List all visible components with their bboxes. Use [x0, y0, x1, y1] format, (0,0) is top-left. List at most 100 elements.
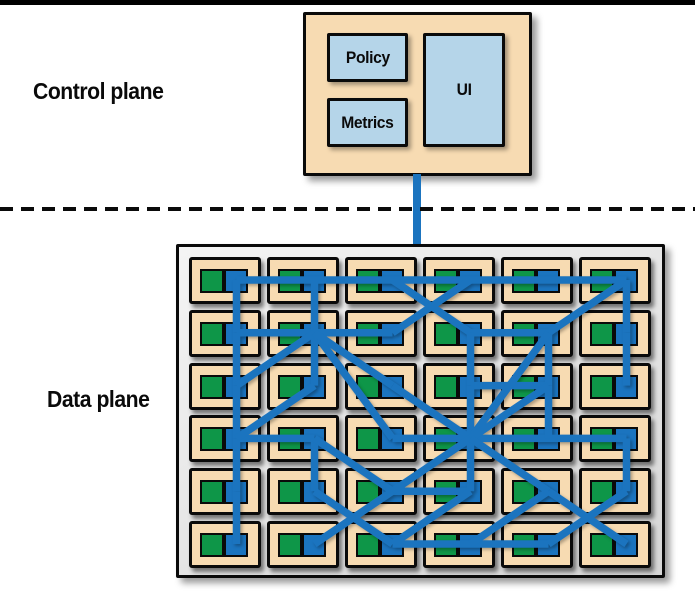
service-cell — [189, 415, 261, 462]
service-green-square — [200, 269, 224, 293]
data-plane-grid — [176, 244, 665, 578]
proxy-blue-node — [536, 427, 560, 451]
service-green-square — [434, 480, 458, 504]
service-cell — [267, 310, 339, 357]
proxy-blue-node — [536, 480, 560, 504]
service-green-square — [590, 322, 614, 346]
proxy-blue-node — [302, 322, 326, 346]
proxy-blue-node — [224, 480, 248, 504]
service-cell — [423, 415, 495, 462]
service-cell — [345, 310, 417, 357]
service-green-square — [434, 427, 458, 451]
service-cell — [423, 468, 495, 515]
service-green-square — [200, 322, 224, 346]
service-cell — [345, 468, 417, 515]
proxy-blue-node — [380, 533, 404, 557]
service-green-square — [590, 533, 614, 557]
service-green-square — [590, 269, 614, 293]
proxy-blue-node — [458, 269, 482, 293]
service-cell — [579, 468, 651, 515]
service-green-square — [356, 480, 380, 504]
proxy-blue-node — [380, 269, 404, 293]
service-cell — [189, 257, 261, 304]
service-cell — [501, 363, 573, 410]
proxy-blue-node — [380, 427, 404, 451]
service-green-square — [512, 322, 536, 346]
proxy-blue-node — [302, 480, 326, 504]
service-cell — [579, 415, 651, 462]
service-green-square — [512, 427, 536, 451]
service-cell — [267, 521, 339, 568]
service-cell — [501, 415, 573, 462]
service-cell — [189, 468, 261, 515]
control-to-data-connector — [413, 174, 421, 248]
service-green-square — [278, 269, 302, 293]
service-cell — [345, 521, 417, 568]
ui-label: UI — [456, 80, 472, 99]
proxy-blue-node — [302, 533, 326, 557]
ui-component: UI — [423, 33, 505, 147]
proxy-blue-node — [380, 322, 404, 346]
proxy-blue-node — [536, 375, 560, 399]
service-green-square — [356, 427, 380, 451]
service-green-square — [590, 375, 614, 399]
proxy-blue-node — [614, 322, 638, 346]
control-plane-label: Control plane — [33, 78, 164, 104]
proxy-blue-node — [224, 269, 248, 293]
proxy-blue-node — [458, 427, 482, 451]
service-green-square — [590, 480, 614, 504]
service-cell — [189, 363, 261, 410]
proxy-blue-node — [224, 375, 248, 399]
service-cell — [345, 257, 417, 304]
service-green-square — [278, 533, 302, 557]
service-cell — [345, 363, 417, 410]
proxy-blue-node — [614, 427, 638, 451]
image-top-border — [0, 0, 695, 5]
service-green-square — [512, 533, 536, 557]
service-green-square — [278, 480, 302, 504]
service-cell — [423, 521, 495, 568]
service-green-square — [434, 269, 458, 293]
service-cell — [501, 310, 573, 357]
service-cell — [189, 521, 261, 568]
proxy-blue-node — [458, 533, 482, 557]
service-cell — [501, 257, 573, 304]
proxy-blue-node — [614, 375, 638, 399]
service-cell — [267, 363, 339, 410]
proxy-blue-node — [458, 375, 482, 399]
proxy-blue-node — [536, 322, 560, 346]
service-cell — [423, 310, 495, 357]
service-green-square — [200, 375, 224, 399]
control-plane-box: Policy Metrics UI — [303, 12, 532, 176]
service-green-square — [512, 269, 536, 293]
service-green-square — [278, 322, 302, 346]
proxy-blue-node — [224, 322, 248, 346]
service-green-square — [200, 533, 224, 557]
proxy-blue-node — [458, 322, 482, 346]
proxy-blue-node — [458, 480, 482, 504]
service-green-square — [356, 322, 380, 346]
metrics-component: Metrics — [327, 98, 408, 147]
data-plane-label: Data plane — [47, 386, 150, 412]
proxy-blue-node — [380, 375, 404, 399]
service-green-square — [434, 533, 458, 557]
service-green-square — [200, 427, 224, 451]
plane-divider-dashed-line — [0, 207, 695, 211]
proxy-blue-node — [536, 533, 560, 557]
service-cell — [267, 257, 339, 304]
service-green-square — [590, 427, 614, 451]
service-green-square — [512, 375, 536, 399]
service-green-square — [512, 480, 536, 504]
proxy-blue-node — [302, 427, 326, 451]
policy-label: Policy — [345, 47, 390, 67]
service-green-square — [356, 533, 380, 557]
service-green-square — [434, 322, 458, 346]
service-cell — [579, 310, 651, 357]
proxy-blue-node — [302, 269, 326, 293]
service-cell — [501, 521, 573, 568]
proxy-blue-node — [302, 375, 326, 399]
service-cell — [267, 415, 339, 462]
metrics-label: Metrics — [341, 112, 394, 132]
service-cell — [501, 468, 573, 515]
service-green-square — [356, 375, 380, 399]
